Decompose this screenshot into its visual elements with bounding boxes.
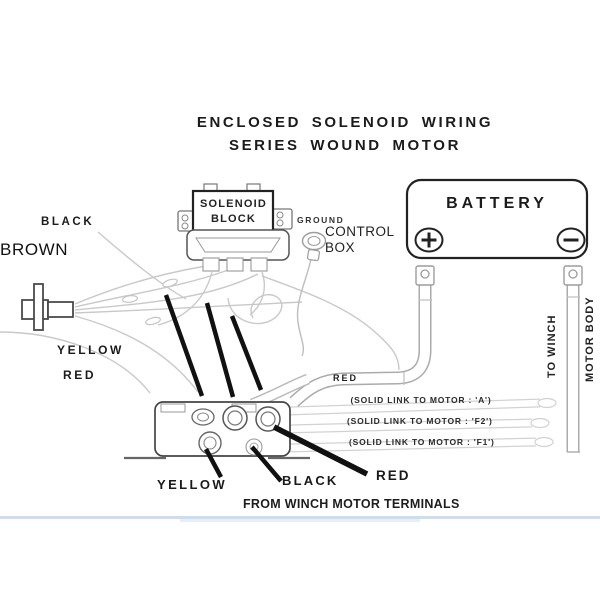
battery-label: BATTERY bbox=[446, 195, 548, 212]
solenoid-block-drawing bbox=[177, 183, 293, 272]
solid-link-a-label: (SOLID LINK TO MOTOR : 'A') bbox=[350, 395, 492, 405]
solid-link-f2-label: (SOLID LINK TO MOTOR : 'F2') bbox=[347, 416, 493, 426]
minus-icon bbox=[556, 227, 586, 253]
diagram-title-line1: ENCLOSED SOLENOID WIRING bbox=[196, 114, 494, 131]
box-label: BOX bbox=[325, 240, 356, 255]
motor-body-label: MOTOR BODY bbox=[584, 296, 596, 382]
to-winch-label: TO WINCH bbox=[546, 314, 558, 378]
solenoid-block-label-line1: SOLENOID bbox=[199, 198, 268, 210]
wire-harness bbox=[0, 231, 400, 394]
wire-label-brown: BROWN bbox=[0, 240, 69, 259]
wire-label-yellow: YELLOW bbox=[57, 343, 124, 357]
ground-ring-terminal-icon bbox=[301, 231, 327, 262]
bottom-label-red: RED bbox=[376, 468, 411, 483]
battery-drawing bbox=[405, 178, 589, 260]
motor-terminal-block-drawing bbox=[124, 373, 311, 460]
ground-battery-cable bbox=[563, 265, 583, 453]
wire-lug-icons bbox=[121, 278, 178, 326]
red-cable-label: RED bbox=[333, 373, 359, 383]
diagram-title-line2: SERIES WOUND MOTOR bbox=[228, 137, 462, 154]
plug-connector-drawing bbox=[21, 283, 74, 331]
bottom-label-black: BLACK bbox=[282, 473, 339, 488]
bottom-strip bbox=[0, 516, 600, 522]
solid-link-cables bbox=[285, 397, 557, 453]
wire-label-red: RED bbox=[63, 368, 97, 382]
control-label: CONTROL bbox=[325, 224, 395, 239]
plus-icon bbox=[414, 227, 444, 253]
solenoid-block-label-line2: BLOCK bbox=[210, 213, 257, 225]
wire-label-black: BLACK bbox=[41, 216, 95, 228]
solenoid-block-label: SOLENOID BLOCK bbox=[194, 197, 273, 227]
bottom-caption: FROM WINCH MOTOR TERMINALS bbox=[243, 497, 460, 511]
red-battery-cable bbox=[289, 265, 435, 407]
solid-link-f1-label: (SOLID LINK TO MOTOR : 'F1') bbox=[349, 437, 495, 447]
pointer-lines bbox=[163, 294, 369, 483]
bottom-label-yellow: YELLOW bbox=[157, 477, 228, 492]
ground-label: GROUND bbox=[297, 215, 345, 225]
